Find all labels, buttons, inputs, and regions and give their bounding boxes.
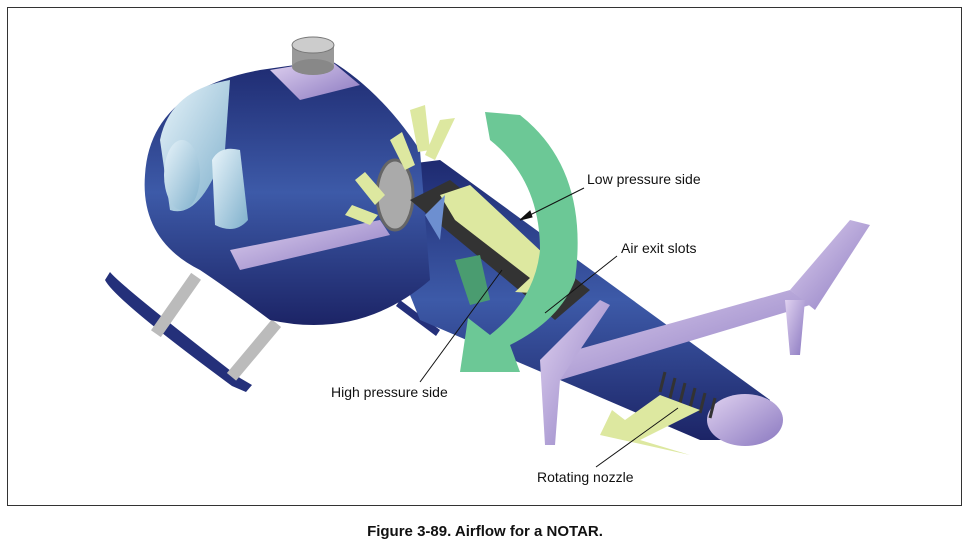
landing-skids bbox=[105, 272, 440, 392]
label-rotating-nozzle: Rotating nozzle bbox=[537, 469, 634, 485]
tail-fin bbox=[790, 220, 870, 310]
yellow-airflow-arrow bbox=[440, 185, 565, 295]
green-downwash-arrow bbox=[460, 112, 578, 372]
figure-caption: Figure 3-89. Airflow for a NOTAR. bbox=[367, 523, 603, 540]
endplate bbox=[540, 300, 610, 445]
front-window bbox=[164, 140, 200, 210]
leader-lines bbox=[419, 187, 679, 468]
horizontal-stabilizer bbox=[540, 290, 810, 380]
door-window bbox=[212, 148, 248, 229]
label-air-exit-slots: Air exit slots bbox=[621, 240, 697, 256]
rotor-hub bbox=[291, 36, 335, 75]
label-low-pressure-side: Low pressure side bbox=[587, 171, 701, 187]
inlet-arrows bbox=[345, 105, 455, 225]
label-high-pressure-side: High pressure side bbox=[331, 384, 448, 400]
fan-cone bbox=[425, 195, 445, 240]
tail-nozzle-cap bbox=[707, 394, 783, 446]
nozzle-slots bbox=[658, 371, 717, 419]
figure-frame bbox=[7, 7, 962, 506]
